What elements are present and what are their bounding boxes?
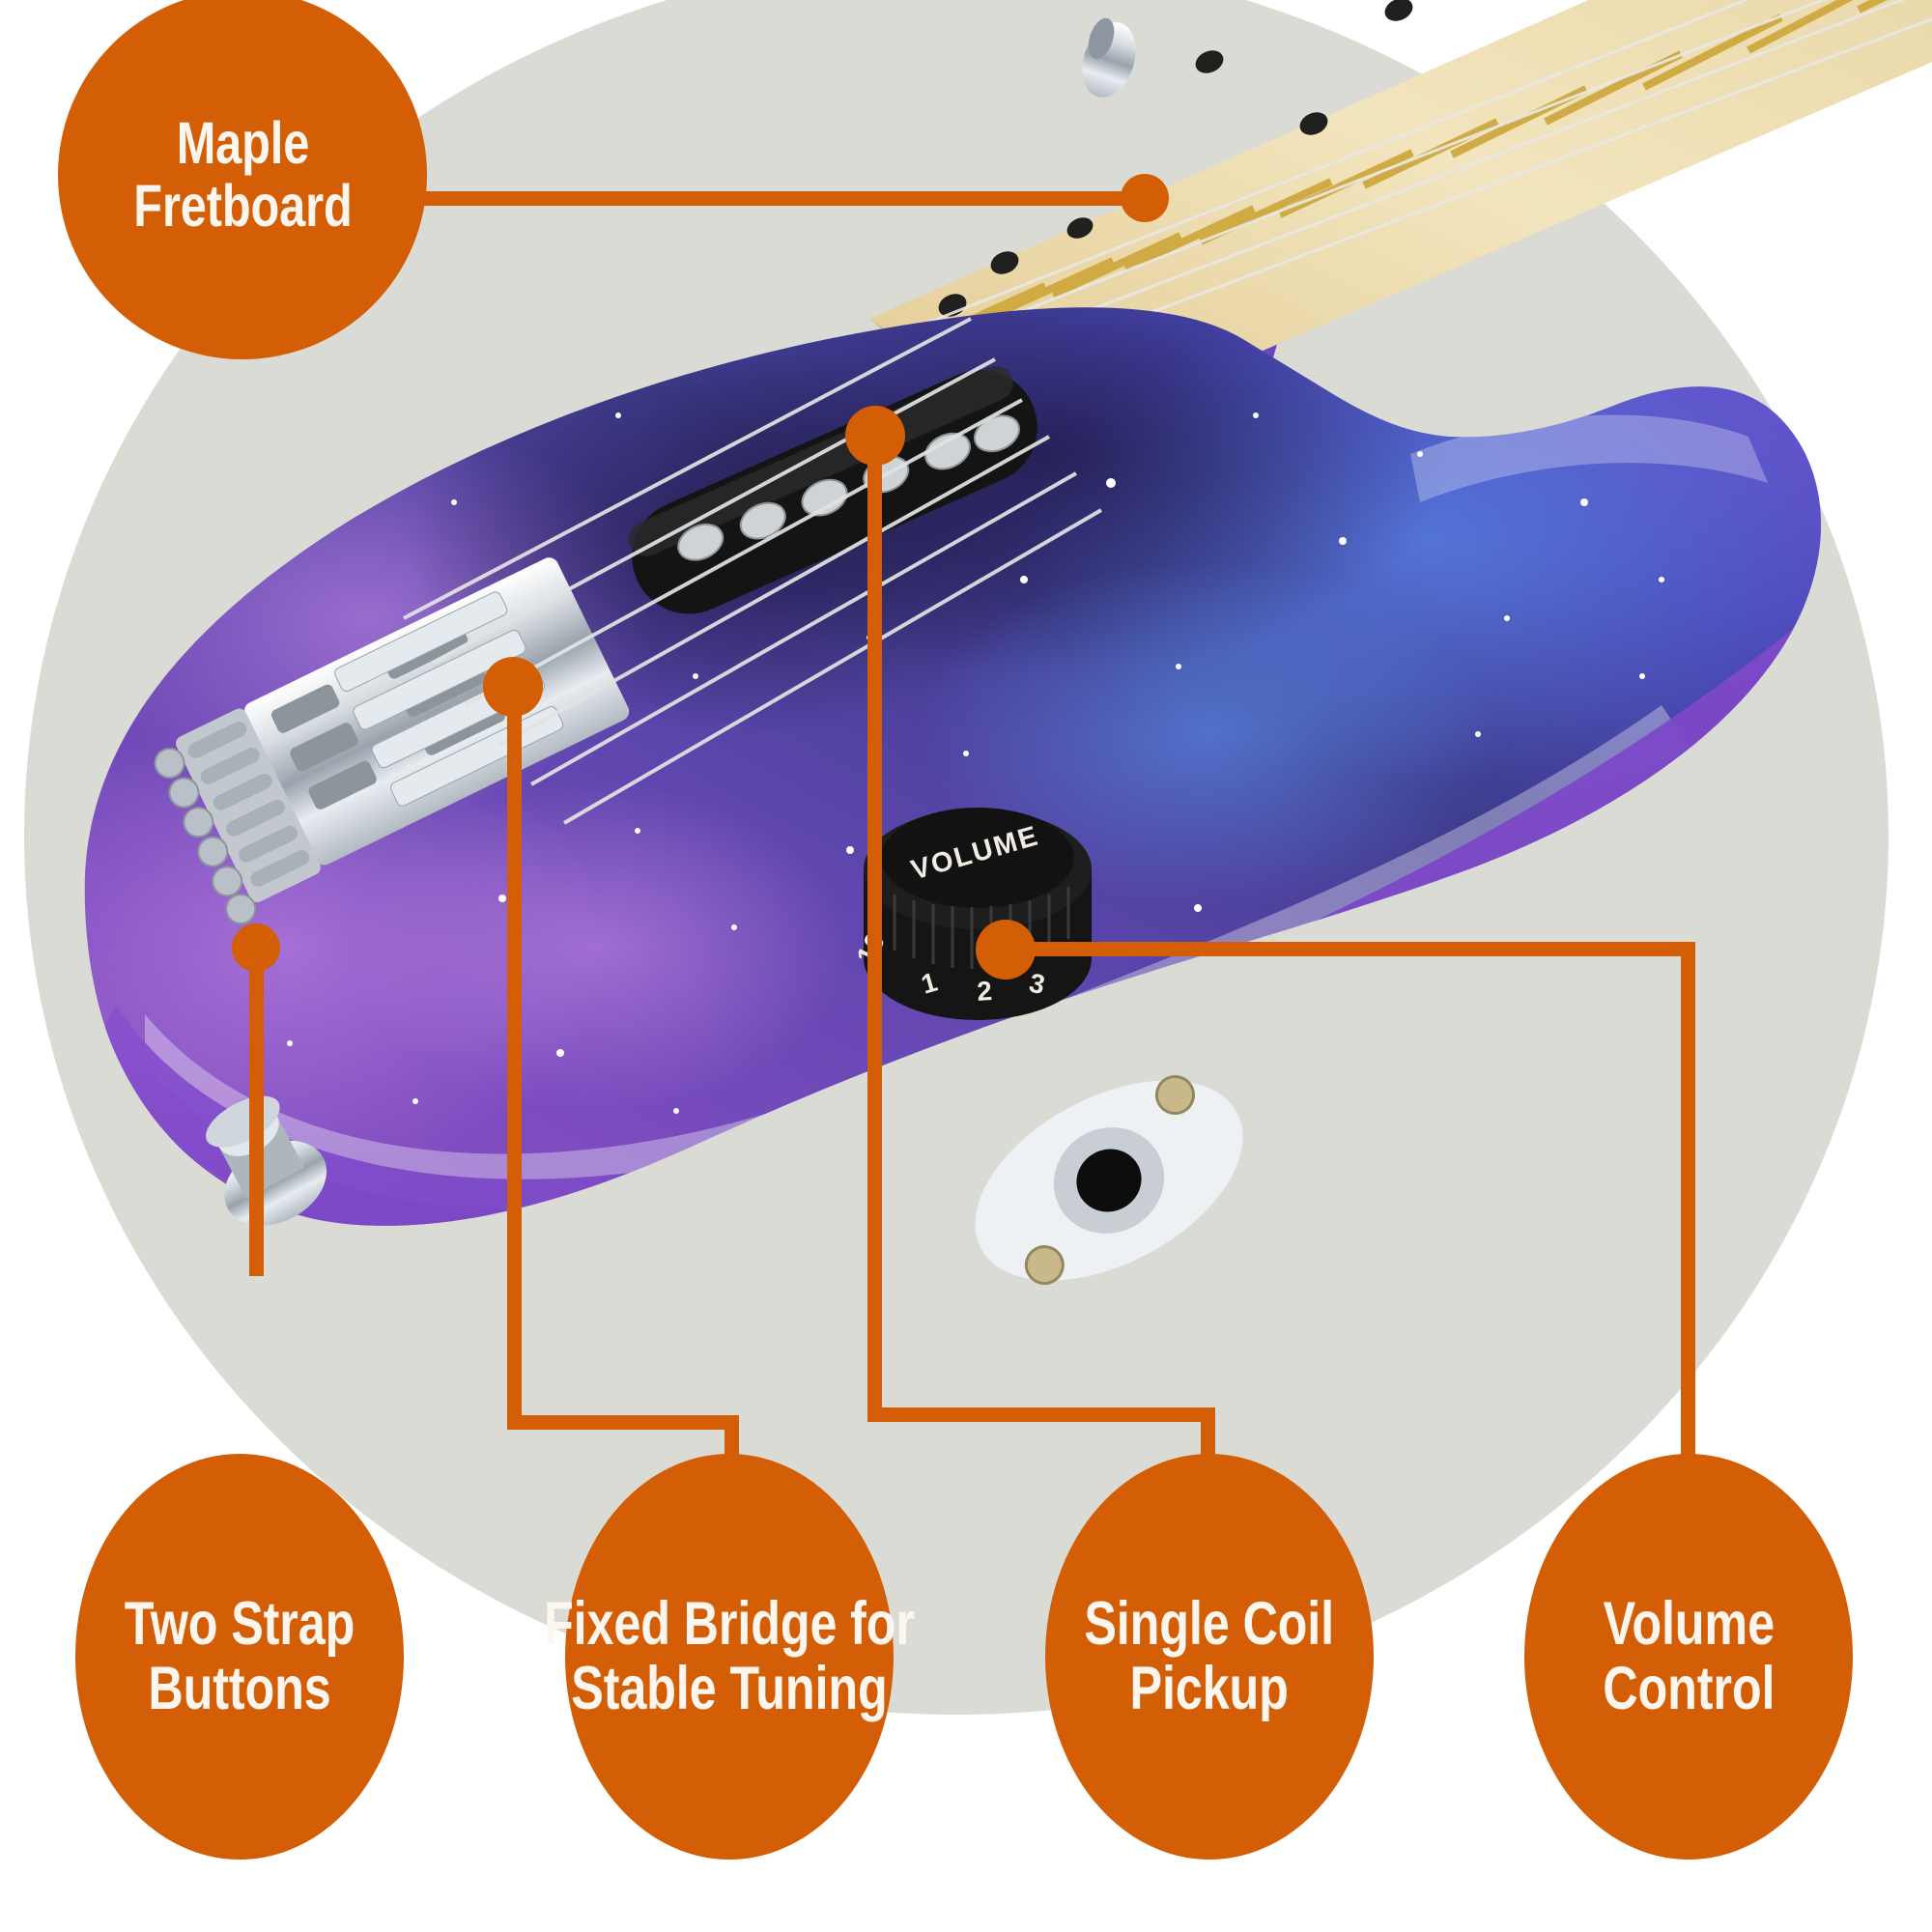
marker-volume-control <box>976 920 1036 980</box>
svg-text:2: 2 <box>976 976 993 1007</box>
connector-two-strap-buttons <box>249 948 264 1276</box>
connector-pickup-vertical <box>867 437 882 1422</box>
callout-label-line1: Two Strap <box>124 1590 355 1659</box>
connector-maple-fretboard <box>350 191 1150 206</box>
connector-volume-horizontal <box>1005 942 1695 956</box>
marker-two-strap-buttons <box>232 923 280 972</box>
connector-volume-vertical <box>1681 942 1695 1483</box>
callout-label-line1: Volume <box>1603 1590 1775 1659</box>
callout-fixed-bridge[interactable]: Fixed Bridge for Stable Tuning <box>544 1454 915 1860</box>
connector-fixed-bridge-vertical <box>507 688 522 1430</box>
callout-volume-control[interactable]: Volume Control <box>1524 1454 1853 1860</box>
callout-label-line2: Buttons <box>148 1655 331 1722</box>
volume-knob-part: VOLUME 10 1 2 3 <box>851 808 1092 1020</box>
connector-fixed-bridge-horizontal <box>507 1415 739 1430</box>
callout-label-line2: Pickup <box>1129 1655 1290 1722</box>
callout-single-coil-pickup[interactable]: Single Coil Pickup <box>1045 1454 1374 1860</box>
callout-two-strap-buttons[interactable]: Two Strap Buttons <box>75 1454 404 1860</box>
tuning-peg <box>1082 17 1136 98</box>
callout-label-line1: Single Coil <box>1084 1590 1335 1659</box>
guitar-strings <box>403 317 1103 825</box>
marker-maple-fretboard <box>1121 174 1169 222</box>
callout-label-line2: Stable Tuning <box>571 1655 888 1722</box>
callout-label-line1: Fixed Bridge for <box>544 1590 915 1659</box>
callout-label-line1: Maple <box>176 110 309 177</box>
svg-text:3: 3 <box>1027 968 1048 1001</box>
output-jack-plate <box>975 1074 1243 1286</box>
marker-fixed-bridge <box>483 657 543 717</box>
callout-label-line2: Control <box>1602 1655 1776 1722</box>
callout-label-line2: Fretboard <box>132 173 353 239</box>
connector-pickup-horizontal <box>867 1407 1215 1422</box>
callout-maple-fretboard[interactable]: Maple Fretboard <box>58 0 427 359</box>
marker-single-coil-pickup <box>845 406 905 466</box>
